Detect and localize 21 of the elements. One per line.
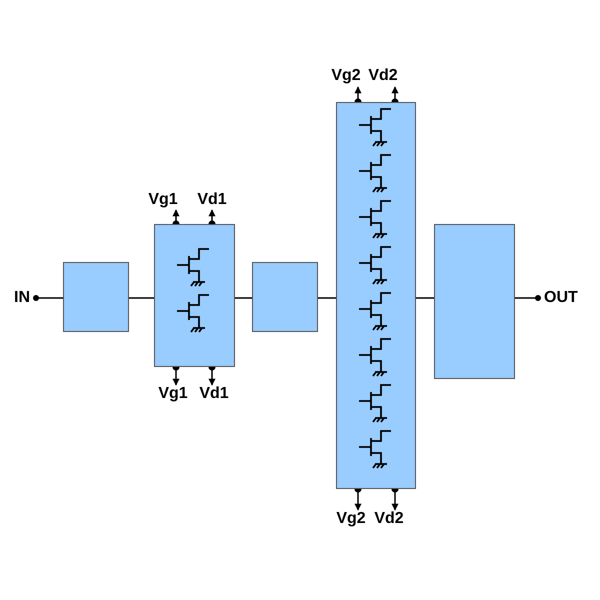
matching-network-block <box>434 224 515 379</box>
connector-line <box>33 295 63 301</box>
connector-line <box>235 297 252 299</box>
amplifier-stage-block <box>154 224 235 367</box>
connector-line <box>129 297 154 299</box>
pin-label: Vg1 <box>158 385 188 404</box>
matching-network-block <box>252 262 318 332</box>
pin-label: Vg1 <box>148 191 178 210</box>
connector-line <box>318 297 336 299</box>
pin-label: Vg2 <box>335 510 367 530</box>
connector-line <box>416 297 434 299</box>
amplifier-stage-block <box>336 102 416 489</box>
pin-label: Vg2 <box>330 67 362 87</box>
pin-label: IN <box>5 289 36 308</box>
pin-label: Vd2 <box>371 510 407 530</box>
pin-label: Vd1 <box>196 385 232 404</box>
matching-network-block <box>63 262 129 332</box>
connector-line <box>515 295 541 301</box>
pin-label: OUT <box>538 289 594 308</box>
pin-label: Vd1 <box>194 191 230 210</box>
pin-label: Vd2 <box>365 67 401 87</box>
